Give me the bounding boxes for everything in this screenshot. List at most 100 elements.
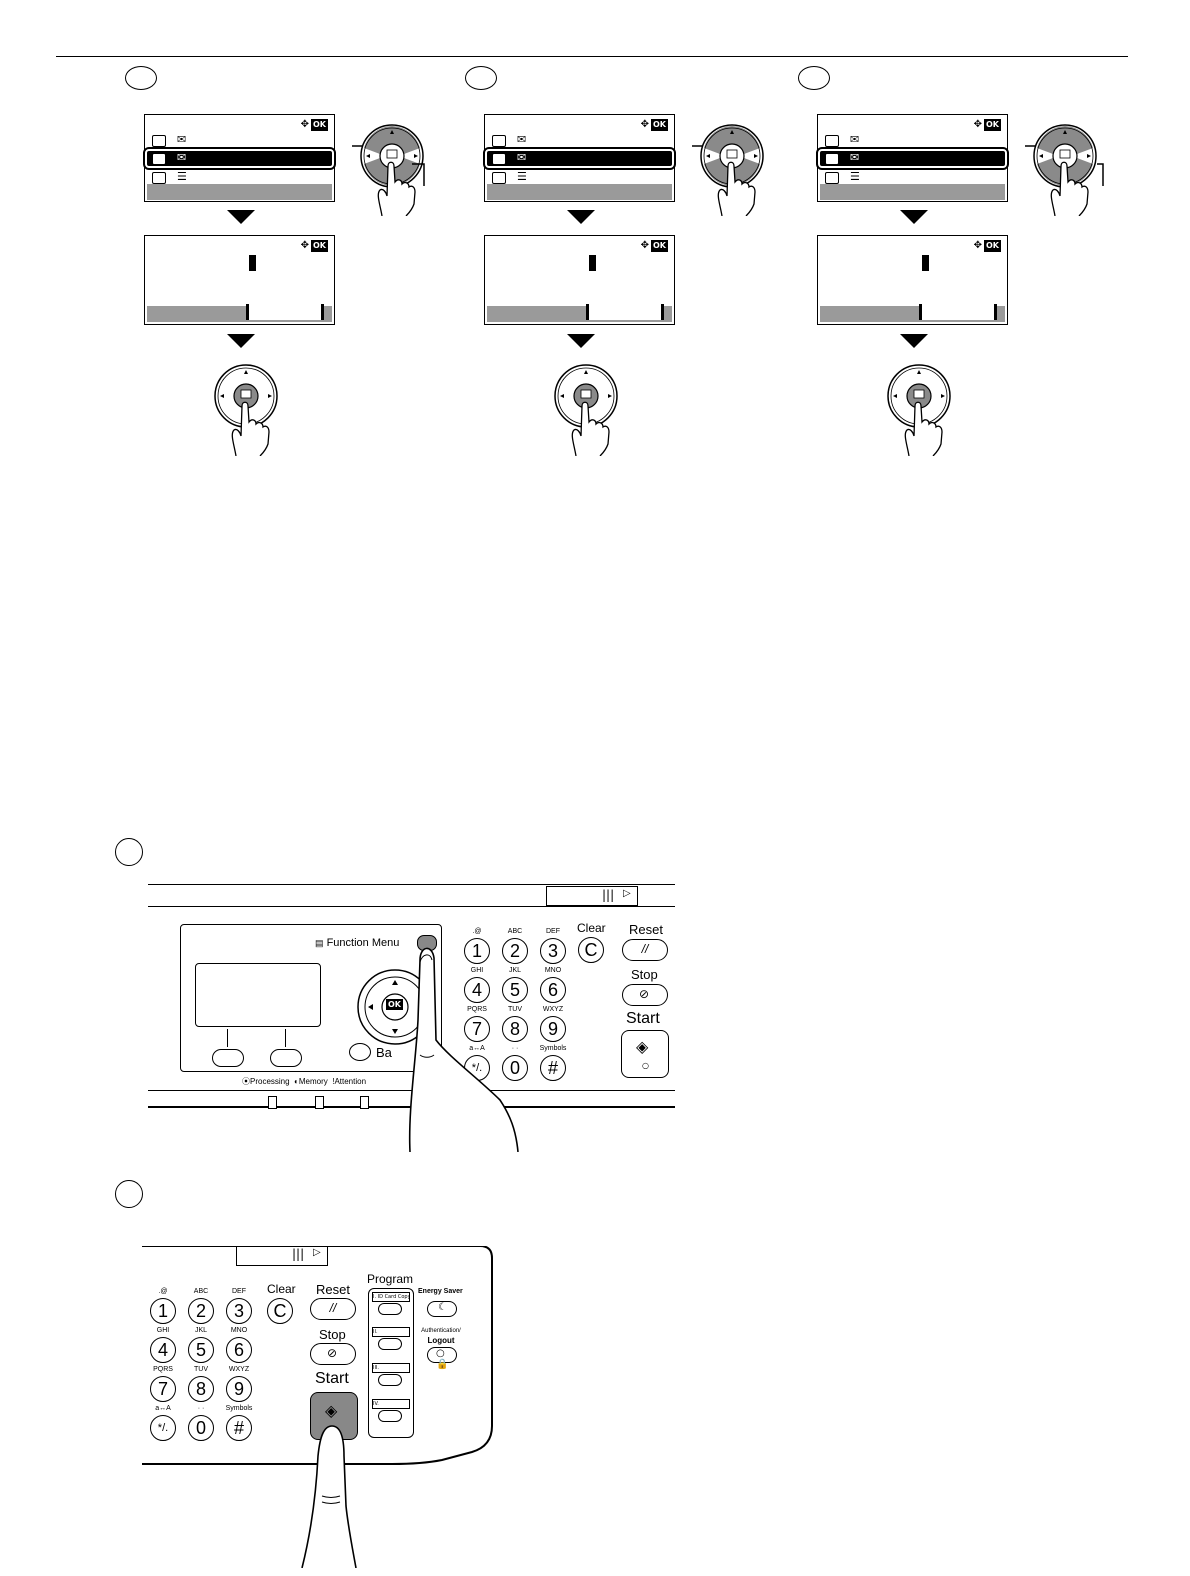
list-item-selected[interactable]: ✉ <box>143 147 336 170</box>
stop-button[interactable]: ⊘ <box>622 984 668 1006</box>
key-6[interactable]: 6 <box>540 977 566 1003</box>
program-1-button[interactable] <box>378 1303 402 1315</box>
key-1[interactable]: 1 <box>150 1298 176 1324</box>
processing-led <box>268 1096 277 1109</box>
clear-button[interactable]: C <box>578 937 604 963</box>
list-item[interactable]: ✉ <box>487 133 672 148</box>
key-9[interactable]: 9 <box>540 1016 566 1042</box>
key-letters-label: · · <box>197 1405 205 1412</box>
key-8[interactable]: 8 <box>502 1016 528 1042</box>
energy-saver-button[interactable]: ☾ <box>427 1301 457 1317</box>
email-icon: ✉ <box>850 151 860 164</box>
flow-arrow-icon <box>227 210 255 224</box>
flow-arrow-icon <box>900 210 928 224</box>
memory-led <box>315 1096 324 1109</box>
stop-icon: ⊘ <box>639 987 650 1001</box>
attention-icon: ! <box>332 1077 335 1086</box>
checkbox[interactable] <box>152 172 166 184</box>
list-item-selected[interactable]: ✉ <box>483 147 676 170</box>
stop-button[interactable]: ⊘ <box>310 1343 356 1365</box>
key-letters-label: .@ <box>472 928 482 935</box>
step-marker-start <box>115 1180 143 1208</box>
checkbox[interactable] <box>492 153 506 165</box>
reset-label: Reset <box>629 922 663 937</box>
key-letters-label: Symbols <box>225 1405 253 1412</box>
processing-icon: ⦿ <box>242 1077 250 1086</box>
key-letters-label: ABC <box>193 1288 209 1295</box>
key-10[interactable]: */. <box>150 1415 176 1441</box>
start-button[interactable]: ◈ ○ <box>621 1030 669 1078</box>
attention-label: Attention <box>334 1077 367 1086</box>
checkbox[interactable] <box>825 153 839 165</box>
key-9[interactable]: 9 <box>226 1376 252 1402</box>
key-2[interactable]: 2 <box>188 1298 214 1324</box>
folder-icon: ☰ <box>177 170 187 183</box>
key-7[interactable]: 7 <box>464 1016 490 1042</box>
key-7[interactable]: 7 <box>150 1376 176 1402</box>
move-arrows-icon: ✥ <box>300 240 309 251</box>
reset-button[interactable]: // <box>622 939 668 961</box>
key-12[interactable]: # <box>540 1055 566 1081</box>
key-4[interactable]: 4 <box>150 1337 176 1363</box>
list-item[interactable]: ✉ <box>147 133 332 148</box>
key-11[interactable]: 0 <box>188 1415 214 1441</box>
attention-led <box>360 1096 369 1109</box>
right-select-button[interactable] <box>270 1049 302 1067</box>
checkbox[interactable] <box>152 153 166 165</box>
list-item[interactable]: ☰ <box>487 170 672 185</box>
reset-button[interactable]: // <box>310 1298 356 1320</box>
input-field[interactable] <box>919 304 997 320</box>
start-label: Start <box>626 1010 660 1027</box>
input-field[interactable] <box>586 304 664 320</box>
program-2-button[interactable] <box>378 1338 402 1350</box>
step-marker <box>465 66 497 90</box>
navigation-pad-updown-icon <box>692 124 764 216</box>
move-arrows-icon: ✥ <box>640 119 649 130</box>
program-3-button[interactable] <box>378 1374 402 1386</box>
input-field[interactable] <box>246 304 324 320</box>
checkbox[interactable] <box>492 135 506 147</box>
key-2[interactable]: 2 <box>502 938 528 964</box>
list-item[interactable]: ✉ <box>820 133 1005 148</box>
key-3[interactable]: 3 <box>226 1298 252 1324</box>
processing-label: Processing <box>250 1077 290 1086</box>
checkbox[interactable] <box>825 172 839 184</box>
checkbox[interactable] <box>492 172 506 184</box>
key-12[interactable]: # <box>226 1415 252 1441</box>
checkbox[interactable] <box>152 135 166 147</box>
text-cursor <box>922 255 929 271</box>
key-11[interactable]: 0 <box>502 1055 528 1081</box>
ok-icon: OK <box>984 240 1001 252</box>
logout-button[interactable]: ○🔒 <box>427 1347 457 1370</box>
program-slot-4-label: IV. <box>372 1399 410 1409</box>
text-cursor <box>249 255 256 271</box>
key-6[interactable]: 6 <box>226 1337 252 1363</box>
key-1[interactable]: 1 <box>464 938 490 964</box>
list-item[interactable]: ☰ <box>820 170 1005 185</box>
function-menu-label: ▤ Function Menu <box>315 937 399 949</box>
key-letters-label: PQRS <box>467 1006 487 1013</box>
key-8[interactable]: 8 <box>188 1376 214 1402</box>
program-4-button[interactable] <box>378 1410 402 1422</box>
list-item[interactable]: ☰ <box>147 170 332 185</box>
key-5[interactable]: 5 <box>188 1337 214 1363</box>
back-button[interactable] <box>349 1043 371 1061</box>
key-letters-label: TUV <box>508 1006 522 1013</box>
flow-arrow-icon <box>900 334 928 348</box>
list-item-selected[interactable]: ✉ <box>816 147 1009 170</box>
clear-button[interactable]: C <box>267 1298 293 1324</box>
navigation-pad-updown-icon <box>1025 124 1104 216</box>
lcd-list-screen: ✥OK ✉ ✉ ☰ <box>143 114 336 202</box>
key-3[interactable]: 3 <box>540 938 566 964</box>
navigation-pad-updown-icon <box>352 124 425 216</box>
stop-label: Stop <box>319 1327 346 1342</box>
key-5[interactable]: 5 <box>502 977 528 1003</box>
ok-key[interactable]: OK <box>386 999 403 1010</box>
key-4[interactable]: 4 <box>464 977 490 1003</box>
move-arrows-icon: ✥ <box>300 119 309 130</box>
checkbox[interactable] <box>825 135 839 147</box>
email-add-icon: ✉ <box>177 133 187 146</box>
stop-label: Stop <box>631 967 658 982</box>
key-letters-label: DEF <box>546 928 560 935</box>
left-select-button[interactable] <box>212 1049 244 1067</box>
